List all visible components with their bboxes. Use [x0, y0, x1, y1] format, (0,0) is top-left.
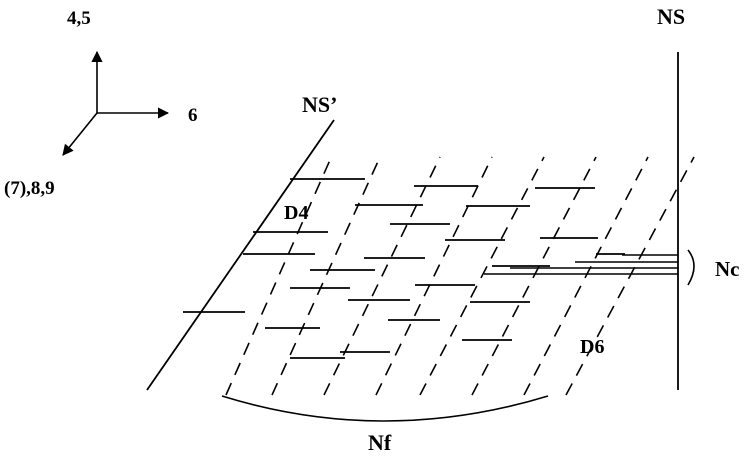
d6-label: D6 [580, 336, 604, 358]
d6-line [271, 156, 381, 396]
nc-label: Nc [715, 257, 740, 281]
axis-diag-label: (7),8,9 [4, 178, 55, 199]
d6-dashed-lines [225, 156, 695, 396]
d4-label: D4 [284, 202, 308, 224]
axes [62, 50, 170, 156]
axis-up-label: 4,5 [67, 8, 91, 29]
d6-line [523, 156, 649, 396]
d6-line [323, 156, 441, 396]
nc-brace [687, 249, 695, 286]
d4-segments [183, 178, 625, 359]
axis-diag-arrow [62, 112, 98, 156]
d6-line [419, 156, 545, 396]
ns-prime-label: NS’ [302, 92, 337, 117]
d6-line [565, 156, 695, 396]
ns-label: NS [657, 4, 685, 29]
ns-prime-brane [146, 119, 335, 391]
d6-line [375, 156, 493, 396]
d6-line [471, 156, 597, 396]
nf-label: Nf [368, 430, 392, 455]
nc-strings [484, 254, 678, 275]
d6-line [225, 159, 331, 396]
axis-right-label: 6 [188, 105, 198, 126]
nf-brace [221, 395, 549, 422]
